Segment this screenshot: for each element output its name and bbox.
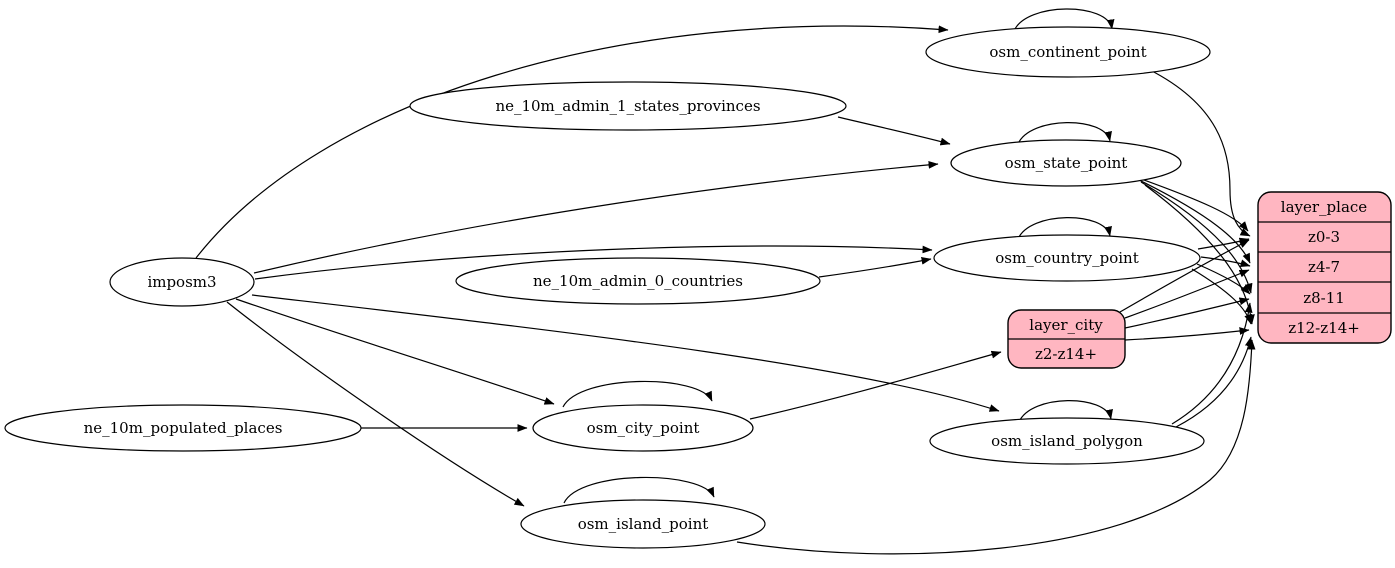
edge-osm_continent_point-layer_place-z0-3 (1149, 69, 1251, 237)
node-osm_city_point-shape (532, 404, 754, 452)
edge-osm_island_polygon-layer_place-z8-11 (1171, 302, 1253, 425)
node-ne_10m_admin_1_states_provinces: ne_10m_admin_1_states_provinces (409, 81, 847, 131)
edge-self-loop-osm_city_point (562, 380, 713, 408)
node-osm_continent_point-shape (925, 26, 1211, 78)
edge-self-loop-osm_state_point (1017, 122, 1112, 145)
edge-osm_state_point-layer_place-z4-7 (1136, 178, 1251, 264)
node-osm_island_polygon: osm_island_polygon (929, 417, 1205, 465)
edge-group (195, 8, 1256, 555)
node-osm_island_polygon-shape (929, 417, 1205, 465)
edge-layer_city-layer_place-z4-7 (1124, 269, 1250, 319)
edge-osm_country_point-layer_place-z8-11 (1196, 263, 1251, 295)
edge-osm_country_point-layer_place-z4-7 (1200, 256, 1251, 268)
node-ne_10m_populated_places-shape (4, 404, 362, 452)
record-layer_city: layer_city z2-z14+ (1007, 309, 1126, 369)
edge-self-loop-osm_island_point (563, 476, 715, 504)
edge-self-loop-osm_continent_point (1013, 8, 1115, 32)
node-osm_island_point-label: osm_island_point (578, 515, 709, 533)
node-imposm3: imposm3 (109, 257, 255, 307)
edge-imposm3-osm_island_polygon (251, 294, 1000, 412)
node-ne_10m_populated_places-label: ne_10m_populated_places (84, 419, 283, 437)
node-osm_island_point: osm_island_point (520, 499, 766, 549)
edge-layer_city-layer_place-z0-3 (1119, 239, 1250, 313)
record-layer_place-row-z0-3: z0-3 (1308, 228, 1340, 246)
node-osm_country_point-label: osm_country_point (995, 249, 1139, 267)
node-osm_country_point-shape (933, 234, 1201, 282)
node-ne_10m_admin_0_countries-shape (455, 257, 821, 305)
edge-imposm3-osm_country_point (254, 245, 933, 280)
edge-imposm3-osm_city_point (235, 298, 555, 405)
record-layer_place-title: layer_place (1281, 198, 1368, 216)
edge-ne_10m_admin_0_countries-osm_country_point (818, 256, 932, 278)
edge-osm_state_point-layer_place-z8-11 (1140, 181, 1253, 294)
node-osm_continent_point-label: osm_continent_point (989, 43, 1146, 61)
node-ne_10m_admin_1_states_provinces-shape (409, 81, 847, 131)
node-osm_state_point-label: osm_state_point (1005, 154, 1128, 172)
node-osm_continent_point: osm_continent_point (925, 26, 1211, 78)
node-imposm3-label: imposm3 (147, 273, 216, 291)
node-imposm3-shape (109, 257, 255, 307)
edge-layer_city-layer_place-z8-11 (1124, 297, 1250, 329)
record-layer_place: layer_place z0-3 z4-7 z8-11 z12-z14+ (1257, 191, 1392, 344)
record-layer_city-title: layer_city (1029, 316, 1103, 334)
edge-imposm3-osm_island_point (226, 301, 525, 507)
edge-layer_city-layer_place-z12-z14 (1124, 327, 1250, 341)
node-osm_city_point-label: osm_city_point (587, 419, 700, 437)
record-layer_city-row-z2-z14: z2-z14+ (1035, 345, 1097, 363)
node-ne_10m_admin_0_countries-label: ne_10m_admin_0_countries (533, 272, 743, 290)
edge-self-loop-osm_country_point (1017, 217, 1112, 240)
edge-self-loop-osm_island_polygon (1018, 400, 1113, 423)
edge-osm_island_point-layer_place-z12-z14 (736, 339, 1256, 555)
edge-imposm3-osm_continent_point (195, 25, 949, 259)
edge-osm_country_point-layer_place-z0-3 (1197, 237, 1250, 250)
node-ne_10m_admin_1_states_provinces-label: ne_10m_admin_1_states_provinces (495, 97, 760, 115)
node-osm_island_point-shape (520, 499, 766, 549)
edge-ne_10m_admin_1_states_provinces-osm_state_point (837, 116, 951, 146)
edge-osm_country_point-layer_place-z12-z14 (1191, 268, 1252, 325)
node-osm_island_polygon-label: osm_island_polygon (991, 432, 1143, 450)
node-ne_10m_admin_0_countries: ne_10m_admin_0_countries (455, 257, 821, 305)
edge-osm_city_point-layer_city (749, 350, 1002, 420)
node-ne_10m_populated_places: ne_10m_populated_places (4, 404, 362, 452)
node-osm_city_point: osm_city_point (532, 404, 754, 452)
node-osm_country_point: osm_country_point (933, 234, 1201, 282)
node-osm_state_point-shape (950, 139, 1182, 187)
record-layer_place-row-z4-7: z4-7 (1308, 258, 1340, 276)
record-layer_place-row-z12-z14: z12-z14+ (1288, 319, 1360, 337)
edge-osm_state_point-layer_place-z0-3 (1132, 175, 1249, 232)
node-osm_state_point: osm_state_point (950, 139, 1182, 187)
edge-imposm3-osm_state_point (253, 160, 939, 274)
record-layer_place-shape (1257, 191, 1392, 344)
record-layer_place-row-z8-11: z8-11 (1303, 289, 1345, 307)
